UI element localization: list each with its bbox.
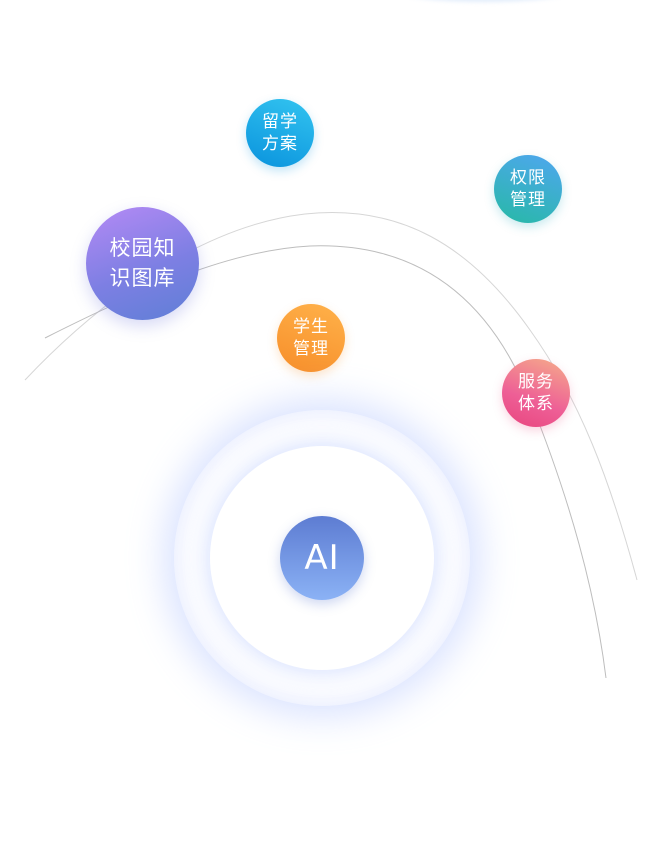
node-study-plan-label: 留学方案 <box>262 111 298 154</box>
node-student-management[interactable]: 学生管理 <box>277 304 345 372</box>
node-service-system[interactable]: 服务体系 <box>502 359 570 427</box>
node-service-system-label: 服务体系 <box>518 371 554 414</box>
node-campus-knowledge-base-label: 校园知识图库 <box>109 235 176 290</box>
node-permission[interactable]: 权限管理 <box>494 155 562 223</box>
ai-core-label: AI <box>304 538 340 578</box>
node-campus-knowledge-base[interactable]: 校园知识图库 <box>86 207 199 320</box>
ai-core-node[interactable]: AI <box>280 516 364 600</box>
node-study-plan[interactable]: 留学方案 <box>246 99 314 167</box>
top-glow-decoration <box>400 0 570 2</box>
node-permission-label: 权限管理 <box>510 167 546 210</box>
node-student-management-label: 学生管理 <box>293 316 329 359</box>
